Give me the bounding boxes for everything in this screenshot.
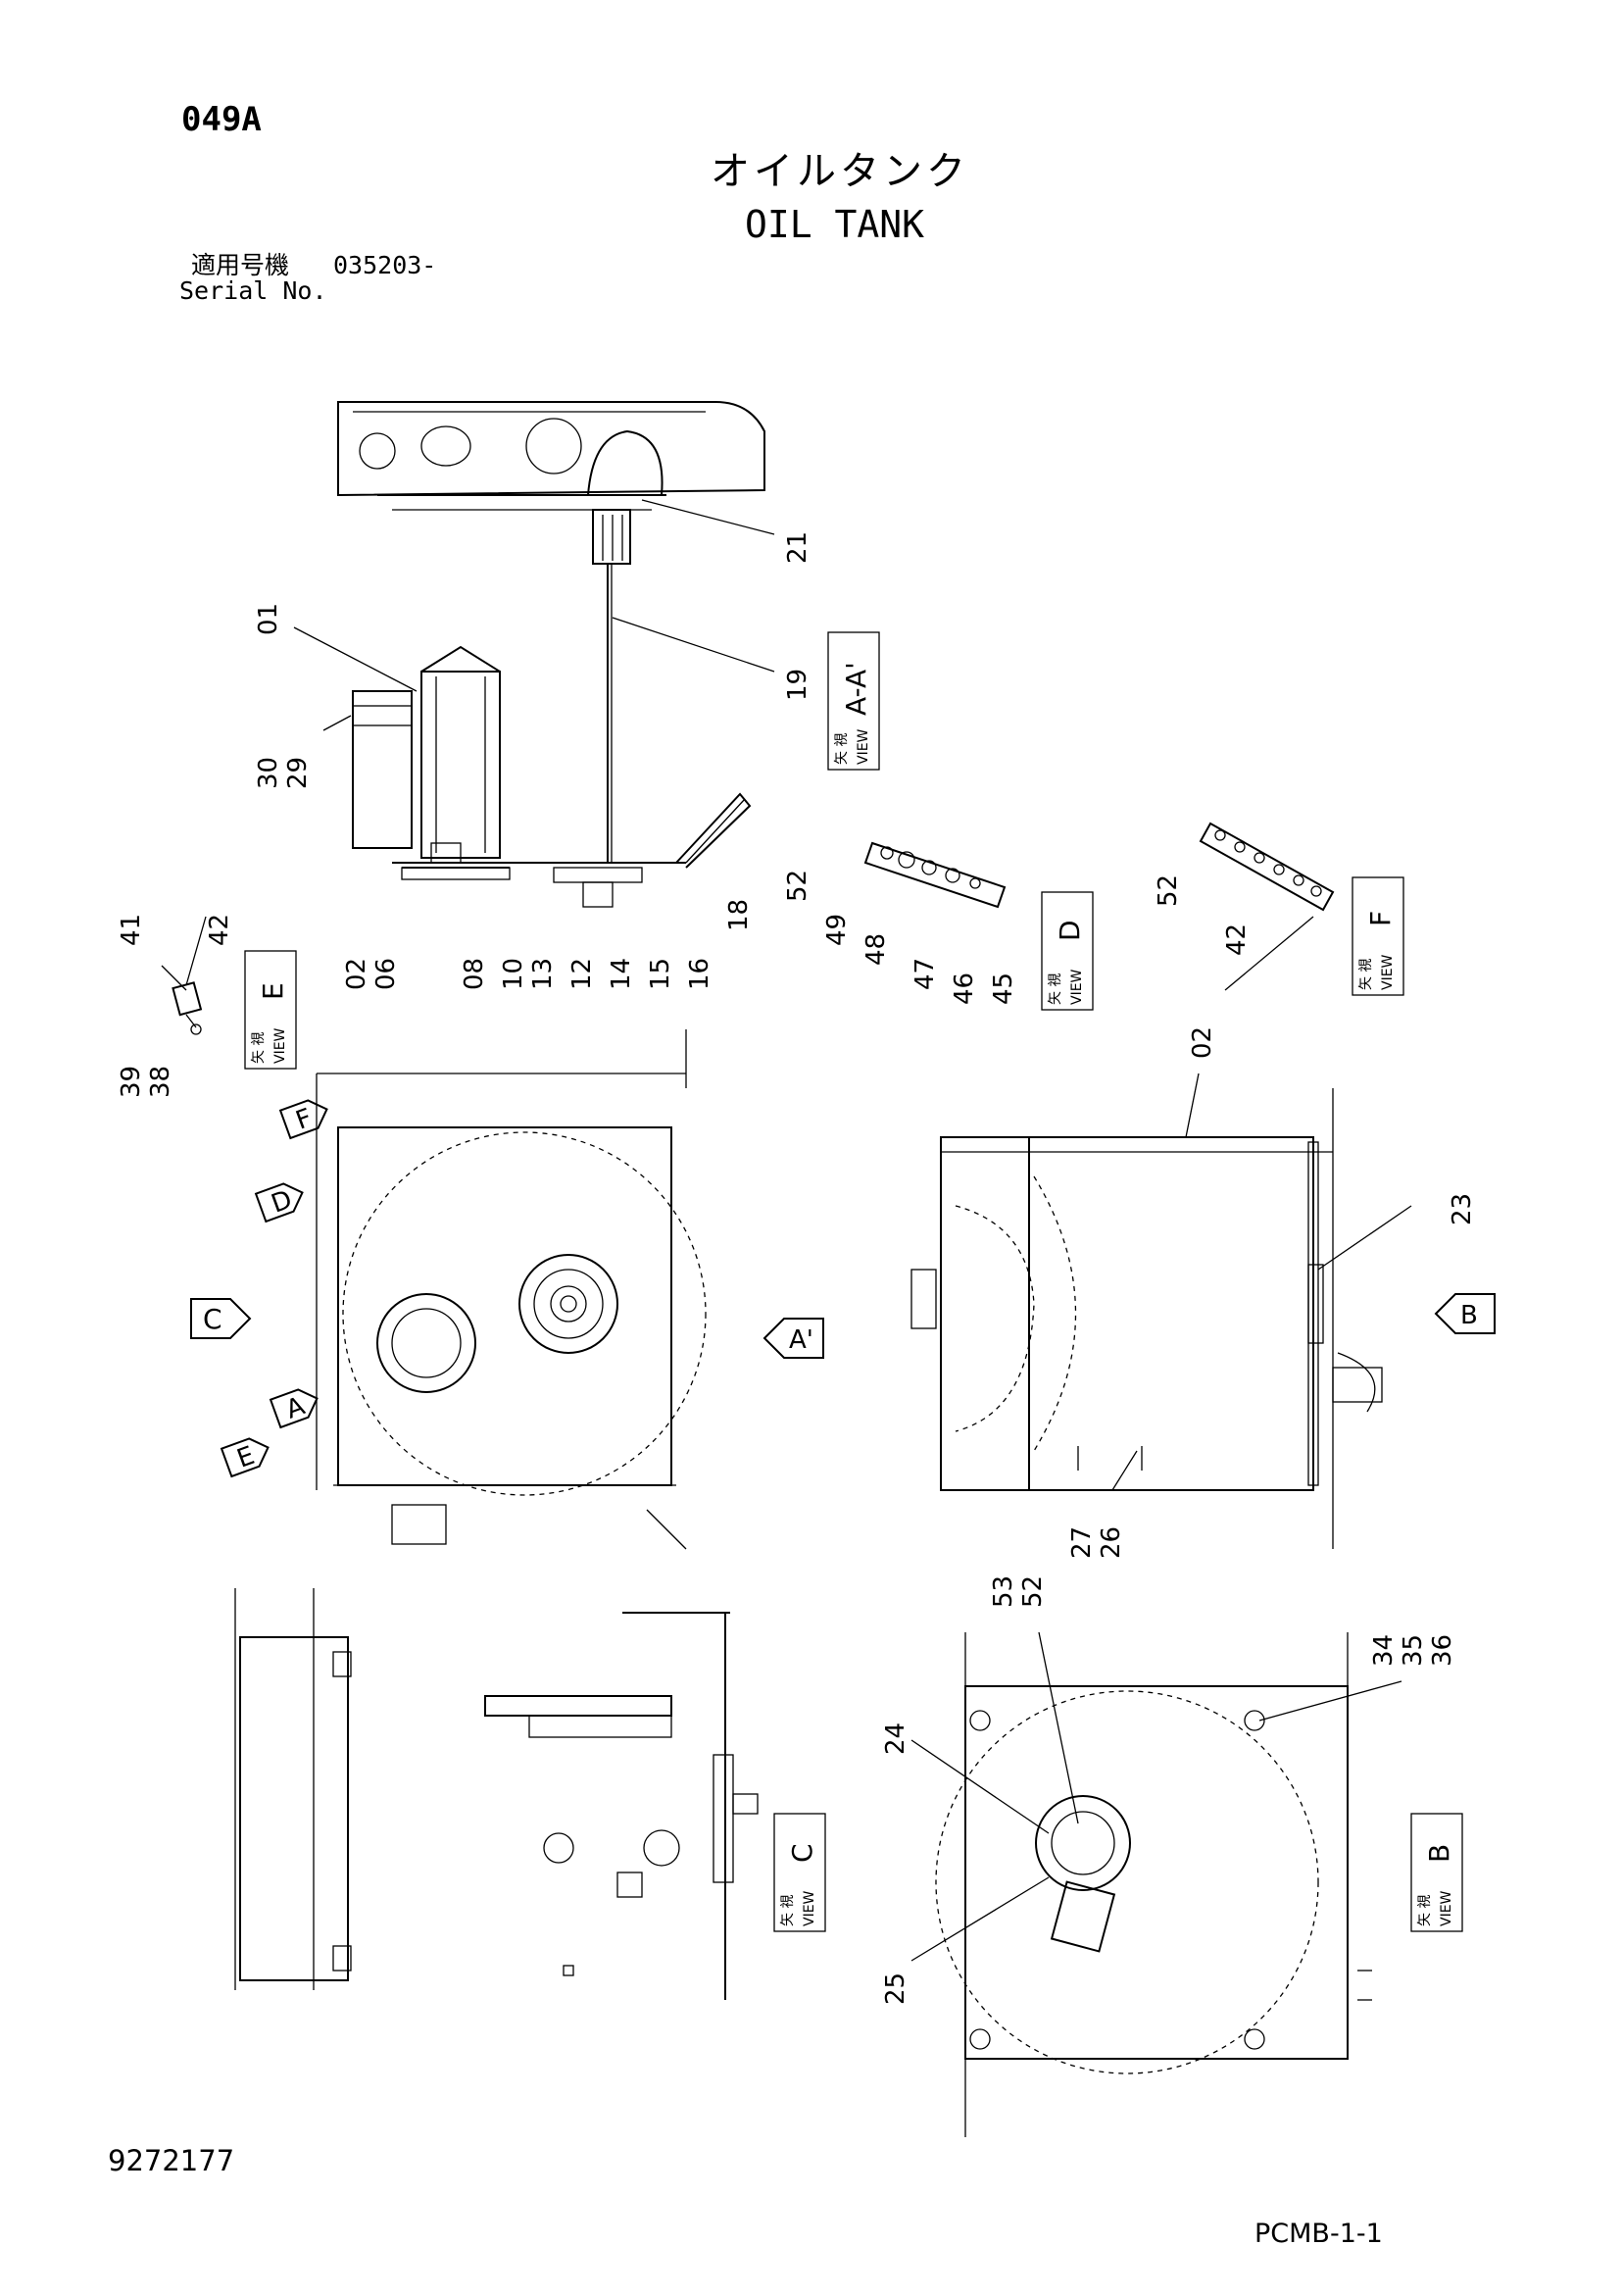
page-code: PCMB-1-1 xyxy=(1254,2219,1383,2249)
view-letter: F xyxy=(1364,911,1397,926)
callout-12: 12 xyxy=(567,958,597,990)
serial-label-japanese: 適用号機 xyxy=(191,251,290,279)
callout-02: 02 xyxy=(342,958,371,990)
callout-13: 13 xyxy=(528,958,558,990)
callout-53: 53 xyxy=(989,1575,1018,1608)
callout-42-f: 42 xyxy=(1222,923,1252,956)
callout-44: 45 xyxy=(989,973,1018,1005)
callout-49-d: 52 xyxy=(783,870,812,902)
callout-01: 01 xyxy=(254,603,283,635)
callout-15: 15 xyxy=(646,958,675,990)
view-label-jp: 矢 視 xyxy=(834,733,850,765)
callout-46: 47 xyxy=(910,958,940,990)
view-label-jp: 矢 視 xyxy=(1048,973,1063,1005)
view-label-c[interactable]: 矢 視 VIEW C xyxy=(773,1813,826,1932)
callout-49-f: 52 xyxy=(1154,874,1183,907)
view-letter: B xyxy=(1423,1844,1455,1863)
callout-06: 06 xyxy=(371,958,401,990)
callout-52: 52 xyxy=(1018,1575,1048,1608)
upper-frame-drawing xyxy=(337,401,765,863)
arrow-marker-e[interactable]: E xyxy=(220,1433,273,1478)
view-letter: A-A' xyxy=(840,662,872,716)
callout-29: 29 xyxy=(283,757,313,789)
view-label-en: VIEW xyxy=(802,1890,817,1926)
bottom-side-view xyxy=(234,1588,352,1990)
callout-08: 08 xyxy=(460,958,489,990)
arrow-marker-b[interactable]: B xyxy=(1434,1293,1496,1334)
callout-38: 38 xyxy=(146,1066,175,1098)
marker-letter: E xyxy=(233,1441,259,1474)
callout-24: 24 xyxy=(881,1722,910,1755)
callout-48: 49 xyxy=(822,914,852,946)
view-label-jp: 矢 視 xyxy=(1358,959,1374,990)
arrow-marker-f[interactable]: F xyxy=(278,1095,332,1140)
serial-label-english: Serial No. xyxy=(179,276,327,305)
marker-letter: F xyxy=(292,1103,316,1135)
arrow-marker-c[interactable]: C xyxy=(190,1298,252,1339)
sheet-id: 049A xyxy=(181,100,262,139)
tank-side-view xyxy=(352,645,752,908)
callout-27: 27 xyxy=(1067,1526,1097,1559)
view-label-jp: 矢 視 xyxy=(780,1895,796,1926)
arrow-marker-a[interactable]: A xyxy=(269,1384,322,1429)
callout-42-e: 42 xyxy=(205,914,234,946)
view-b-drawing xyxy=(935,1632,1372,2137)
marker-letter: A' xyxy=(789,1325,813,1355)
callout-19: 19 xyxy=(783,669,812,701)
callout-14: 14 xyxy=(607,958,636,990)
callout-36: 36 xyxy=(1428,1634,1457,1667)
callout-18: 18 xyxy=(724,899,754,931)
view-letter: C xyxy=(786,1843,818,1863)
title-english: OIL TANK xyxy=(745,203,925,246)
callout-34: 34 xyxy=(1369,1634,1399,1667)
fitting-block-d xyxy=(863,841,1007,909)
view-label-en: VIEW xyxy=(1380,954,1396,990)
marker-letter: A xyxy=(282,1391,309,1424)
arrow-marker-a-prime[interactable]: A' xyxy=(762,1318,824,1359)
fitting-bar-f xyxy=(1199,822,1335,912)
tank-top-view xyxy=(316,1029,707,1550)
view-letter: E xyxy=(257,982,289,1000)
serial-value: 035203- xyxy=(333,251,437,279)
callout-39: 39 xyxy=(117,1066,146,1098)
view-label-f[interactable]: 矢 視 VIEW F xyxy=(1352,876,1404,996)
view-label-a[interactable]: 矢 視 VIEW A-A' xyxy=(827,631,880,771)
marker-letter: B xyxy=(1460,1301,1478,1330)
callout-10: 10 xyxy=(499,958,528,990)
part-e xyxy=(161,965,203,1035)
callout-25: 25 xyxy=(881,1972,910,2005)
callout-16: 16 xyxy=(685,958,714,990)
view-label-en: VIEW xyxy=(272,1027,288,1064)
view-label-jp: 矢 視 xyxy=(1417,1895,1433,1926)
leader-lines xyxy=(185,499,1412,1962)
callout-45: 46 xyxy=(950,973,979,1005)
callout-23: 23 xyxy=(1448,1193,1477,1225)
marker-letter: D xyxy=(268,1185,296,1220)
view-c-drawing xyxy=(484,1612,759,2000)
callout-47: 48 xyxy=(861,933,891,966)
view-letter: D xyxy=(1054,920,1086,941)
view-label-jp: 矢 視 xyxy=(251,1032,267,1064)
arrow-marker-d[interactable]: D xyxy=(254,1178,308,1223)
tank-front-view xyxy=(910,1088,1383,1549)
title-japanese: オイルタンク xyxy=(711,149,969,194)
callout-02-front: 02 xyxy=(1188,1026,1217,1059)
callout-26: 26 xyxy=(1097,1526,1126,1559)
view-label-en: VIEW xyxy=(1439,1890,1454,1926)
view-label-b[interactable]: 矢 視 VIEW B xyxy=(1410,1813,1463,1932)
document-number: 9272177 xyxy=(108,2144,235,2177)
view-label-en: VIEW xyxy=(1069,969,1085,1005)
callout-35: 35 xyxy=(1399,1634,1428,1667)
callout-numbers: 21 19 01 30 29 02 06 08 10 13 12 14 15 1… xyxy=(117,531,1477,2005)
callout-21: 21 xyxy=(783,531,812,564)
view-label-e[interactable]: 矢 視 VIEW E xyxy=(244,950,297,1070)
callout-41: 41 xyxy=(117,914,146,946)
callout-30: 30 xyxy=(254,757,283,789)
view-label-d[interactable]: 矢 視 VIEW D xyxy=(1041,891,1094,1011)
marker-letter: C xyxy=(203,1303,222,1335)
view-label-en: VIEW xyxy=(856,728,871,765)
